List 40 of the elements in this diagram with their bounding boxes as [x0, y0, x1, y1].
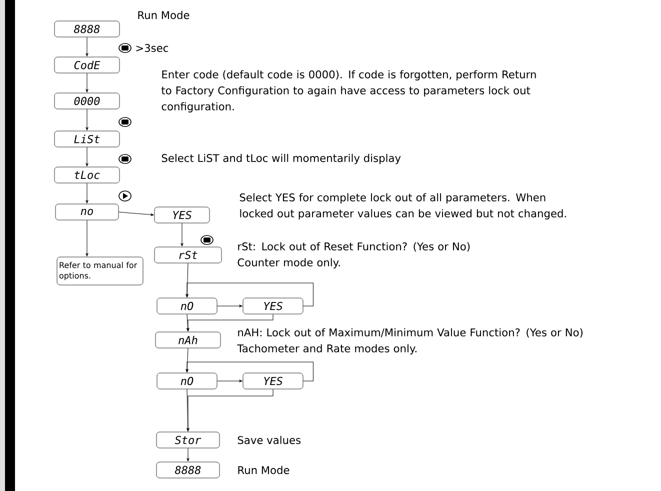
display-box: nAh	[155, 332, 221, 348]
display-box: nO	[156, 372, 218, 390]
arrow	[86, 220, 88, 256]
note-text: Enter code (default code is 0000). If code is forgotten, perform Return to Factory Configuration to again have access to parameters lock out configuration.	[161, 70, 536, 112]
display-box: rSt	[154, 246, 222, 264]
display-box: LiSt	[54, 130, 120, 148]
arrow	[86, 182, 88, 204]
arrow	[118, 212, 154, 216]
note-text: Run Mode	[138, 10, 190, 20]
arrow	[86, 72, 88, 92]
display-box: nO	[156, 298, 218, 314]
note-text: rSt: Lock out of Reset Function? (Yes or No) Counter mode only.	[238, 242, 470, 268]
arrow	[186, 314, 274, 332]
arrow	[180, 222, 184, 246]
arrow	[186, 448, 190, 462]
display-box: 0000	[54, 92, 120, 110]
arrow	[86, 108, 88, 130]
arrow	[86, 36, 88, 56]
display-box: CodE	[54, 56, 120, 74]
display-box: YES	[154, 206, 210, 224]
arrow	[186, 282, 314, 306]
note-text: Select LiST and tLoc will momentarily display	[162, 154, 401, 164]
display-box: tLoc	[54, 166, 120, 184]
display-box: YES	[242, 298, 304, 314]
note-text: Run Mode	[238, 466, 290, 474]
note-box: Refer to manual for options.	[56, 256, 144, 286]
arrow	[186, 362, 314, 382]
display-box: 8888	[54, 20, 120, 38]
note-text: Save values	[238, 436, 301, 444]
display-box: YES	[242, 372, 304, 390]
note-text: nAH: Lock out of Maximum/Minimum Value Function? (Yes or No) Tachometer and Rate modes only.	[237, 328, 583, 354]
note-text: Select YES for complete lock out of all parameters. When locked out parameter values can be viewed but not changed.	[240, 193, 566, 220]
note-text: >3sec	[136, 44, 168, 52]
display-box: no	[55, 204, 119, 220]
display-box: Stor	[156, 432, 220, 448]
arrow	[86, 146, 88, 166]
arrow	[216, 304, 242, 308]
arrow	[216, 380, 242, 382]
arrow	[186, 388, 274, 432]
display-box: 8888	[156, 462, 220, 478]
